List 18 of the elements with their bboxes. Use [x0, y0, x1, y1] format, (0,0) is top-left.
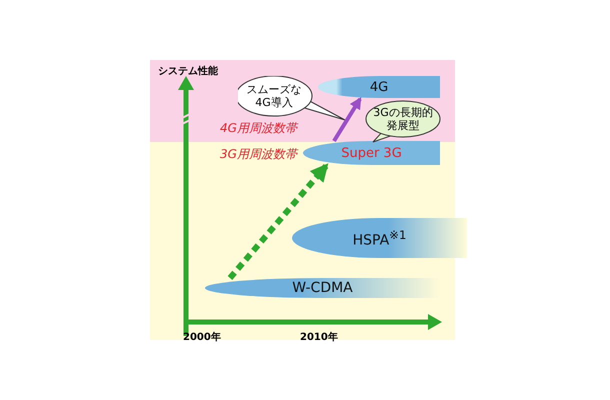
band-label: 3G用周波数帯 — [220, 146, 297, 163]
speech-bubble — [238, 76, 348, 122]
speech-bubble — [364, 100, 442, 144]
band-label: Super 3G — [341, 146, 402, 160]
technology-band — [303, 141, 440, 165]
arrow — [332, 96, 362, 142]
band-label: 4G — [370, 80, 388, 94]
bubble-text: スムーズな4G導入 — [246, 83, 302, 109]
bubble-text: 3Gの長期的発展型 — [372, 106, 434, 132]
technology-band — [318, 76, 440, 98]
tick-label: 2010年 — [300, 330, 338, 344]
axis-title: システム性能 — [158, 64, 218, 78]
band-label: W-CDMA — [292, 280, 353, 296]
tick-label: 2000年 — [183, 330, 221, 344]
technology-band — [292, 218, 467, 258]
band-label: HSPA$^{※1}$ — [352, 228, 406, 248]
band-label: 4G用周波数帯 — [220, 120, 297, 137]
arrow — [228, 163, 328, 280]
